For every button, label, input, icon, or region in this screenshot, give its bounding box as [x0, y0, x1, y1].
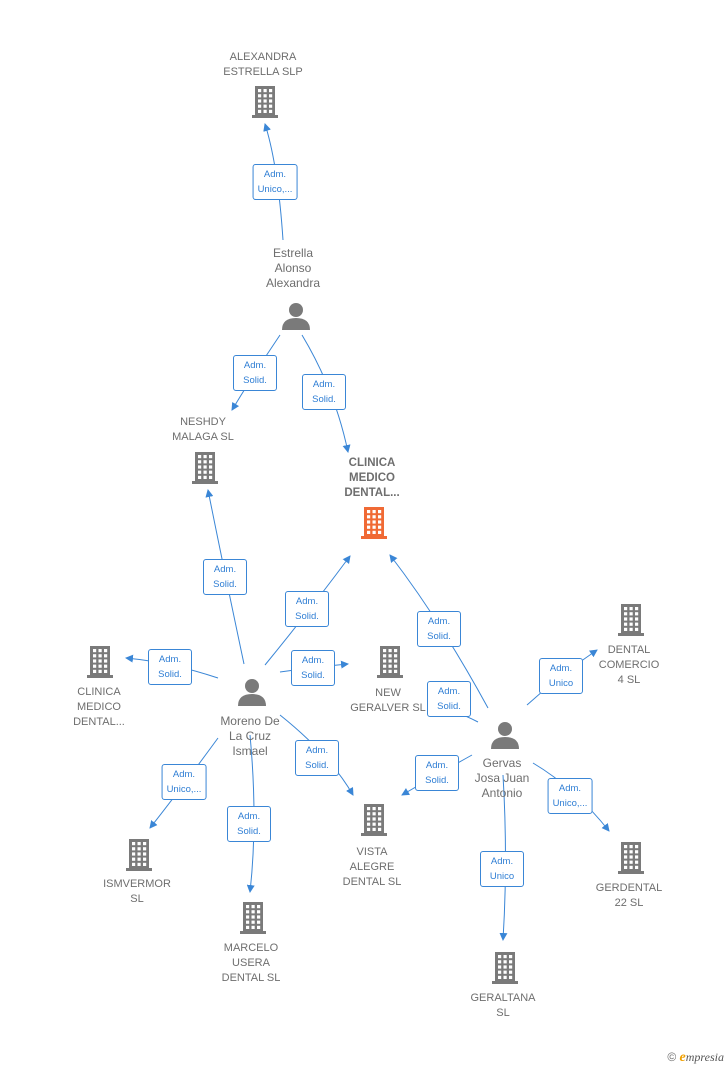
building-icon[interactable] — [87, 646, 113, 678]
node-label-clinica2[interactable]: CLINICA MEDICO DENTAL... — [73, 686, 125, 728]
node-label-neshdy[interactable]: NESHDY MALAGA SL — [172, 416, 234, 443]
edge-label-gervas-to-gerdental[interactable]: Adm. Unico,... — [547, 778, 593, 814]
building-icon[interactable] — [361, 507, 387, 539]
node-label-newgeralver[interactable]: NEW GERALVER SL — [350, 687, 426, 714]
building-icon[interactable] — [618, 604, 644, 636]
edge-label-moreno-to-vista[interactable]: Adm. Solid. — [295, 740, 339, 776]
node-label-moreno[interactable]: Moreno De La Cruz Ismael — [220, 714, 280, 758]
node-label-gerdental[interactable]: GERDENTAL 22 SL — [595, 882, 663, 909]
node-label-clinica_main[interactable]: CLINICA MEDICO DENTAL... — [344, 457, 400, 499]
node-label-gervas[interactable]: Gervas Josa Juan Antonio — [474, 756, 530, 800]
edge-label-estrella-to-alexandra[interactable]: Adm. Unico,... — [252, 164, 298, 200]
building-icon[interactable] — [192, 452, 218, 484]
edge-label-gervas-to-vista[interactable]: Adm. Solid. — [415, 755, 459, 791]
building-icon[interactable] — [618, 842, 644, 874]
edge-label-gervas-to-dental_comercio[interactable]: Adm. Unico — [539, 658, 583, 694]
edge-label-gervas-to-newgeralver[interactable]: Adm. Solid. — [427, 681, 471, 717]
edge-label-moreno-to-newgeralver[interactable]: Adm. Solid. — [291, 650, 335, 686]
node-label-estrella[interactable]: Estrella Alonso Alexandra — [265, 246, 321, 290]
node-label-marcelo[interactable]: MARCELO USERA DENTAL SL — [221, 942, 281, 984]
edge-label-gervas-to-clinica_main[interactable]: Adm. Solid. — [417, 611, 461, 647]
edge-label-moreno-to-neshdy[interactable]: Adm. Solid. — [203, 559, 247, 595]
building-icon[interactable] — [492, 952, 518, 984]
edge-label-estrella-to-neshdy[interactable]: Adm. Solid. — [233, 355, 277, 391]
edge-label-gervas-to-geraltana[interactable]: Adm. Unico — [480, 851, 524, 887]
person-icon[interactable] — [282, 303, 310, 330]
edge-label-estrella-to-clinica_main[interactable]: Adm. Solid. — [302, 374, 346, 410]
edge-label-moreno-to-clinica2[interactable]: Adm. Solid. — [148, 649, 192, 685]
building-icon[interactable] — [126, 839, 152, 871]
edge-label-moreno-to-marcelo[interactable]: Adm. Solid. — [227, 806, 271, 842]
building-icon[interactable] — [377, 646, 403, 678]
node-label-vista[interactable]: VISTA ALEGRE DENTAL SL — [342, 846, 402, 888]
node-label-dental_comercio[interactable]: DENTAL COMERCIO 4 SL — [598, 644, 660, 686]
node-label-geraltana[interactable]: GERALTANA SL — [470, 992, 536, 1019]
node-label-ismvermor[interactable]: ISMVERMOR SL — [103, 878, 171, 905]
edge-label-moreno-to-ismvermor[interactable]: Adm. Unico,... — [161, 764, 207, 800]
building-icon[interactable] — [361, 804, 387, 836]
edge-label-moreno-to-clinica_main[interactable]: Adm. Solid. — [285, 591, 329, 627]
brand-logo: empresia — [679, 1050, 724, 1065]
copyright-symbol: © — [667, 1050, 677, 1064]
building-icon[interactable] — [252, 86, 278, 118]
building-icon[interactable] — [240, 902, 266, 934]
person-icon[interactable] — [238, 679, 266, 706]
person-icon[interactable] — [491, 722, 519, 749]
node-label-alexandra[interactable]: ALEXANDRA ESTRELLA SLP — [223, 51, 303, 78]
footer-brand: © empresia — [667, 1050, 724, 1066]
